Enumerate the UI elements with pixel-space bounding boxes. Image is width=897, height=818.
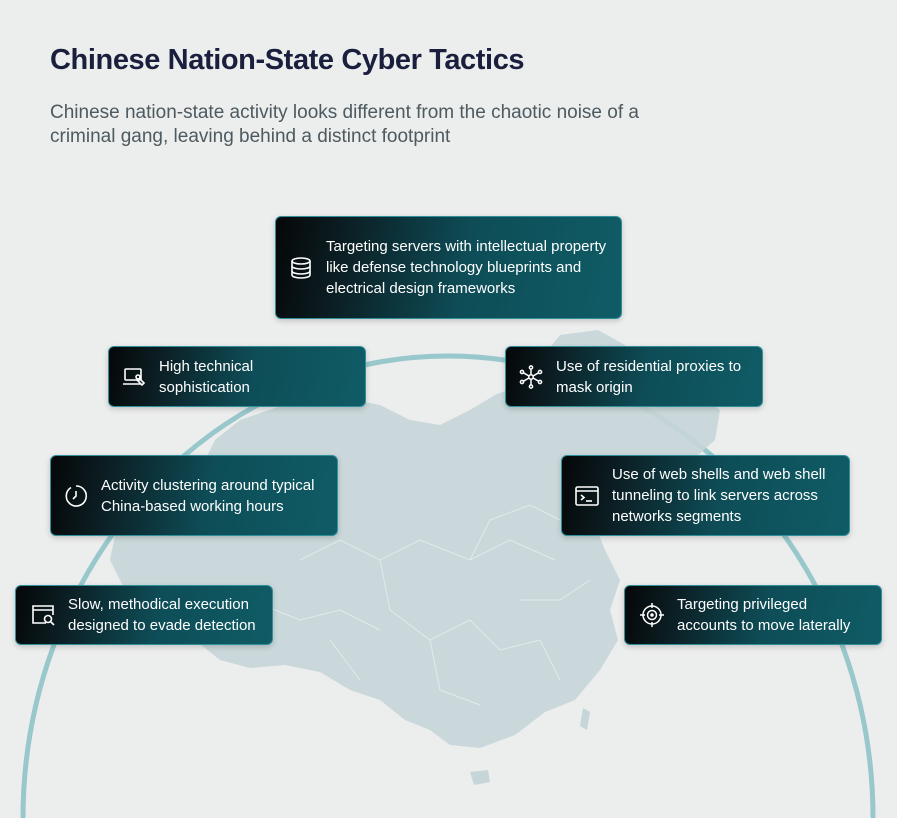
tactic-text: Activity clustering around typical China… [101,476,315,515]
tactic-card-slow-execution: Slow, methodical execution designed to e… [15,585,273,645]
tactic-card-working-hours: Activity clustering around typical China… [50,455,338,536]
tactic-text: High technical sophistication [159,357,254,396]
tactic-text: Targeting privileged accounts to move la… [677,596,851,634]
database-icon [288,255,314,281]
laptop-wrench-icon [121,364,147,390]
browser-search-icon [30,602,56,628]
tactic-text: Use of web shells and web shell tunnelin… [612,466,826,525]
page-subtitle: Chinese nation-state activity looks diff… [50,102,639,147]
tactic-card-ip-targeting: Targeting servers with intellectual prop… [275,216,622,319]
hainan-island [470,770,490,785]
crosshair-icon [639,602,665,628]
terminal-icon [574,483,600,509]
tactic-text: Slow, methodical execution designed to e… [68,596,256,634]
taiwan-island [580,708,590,730]
tactic-card-web-shells: Use of web shells and web shell tunnelin… [561,455,850,536]
tactic-card-privileged-accounts: Targeting privileged accounts to move la… [624,585,882,645]
tactic-card-sophistication: High technical sophistication [108,346,366,407]
tactic-card-residential-proxies: Use of residential proxies to mask origi… [505,346,763,407]
network-nodes-icon [518,364,544,390]
map-internal-borders [249,504,591,706]
page-title: Chinese Nation-State Cyber Tactics [50,44,525,76]
tactic-text: Use of residential proxies to mask origi… [556,357,742,396]
tactic-text: Targeting servers with intellectual prop… [326,238,607,297]
clock-icon [63,483,89,509]
